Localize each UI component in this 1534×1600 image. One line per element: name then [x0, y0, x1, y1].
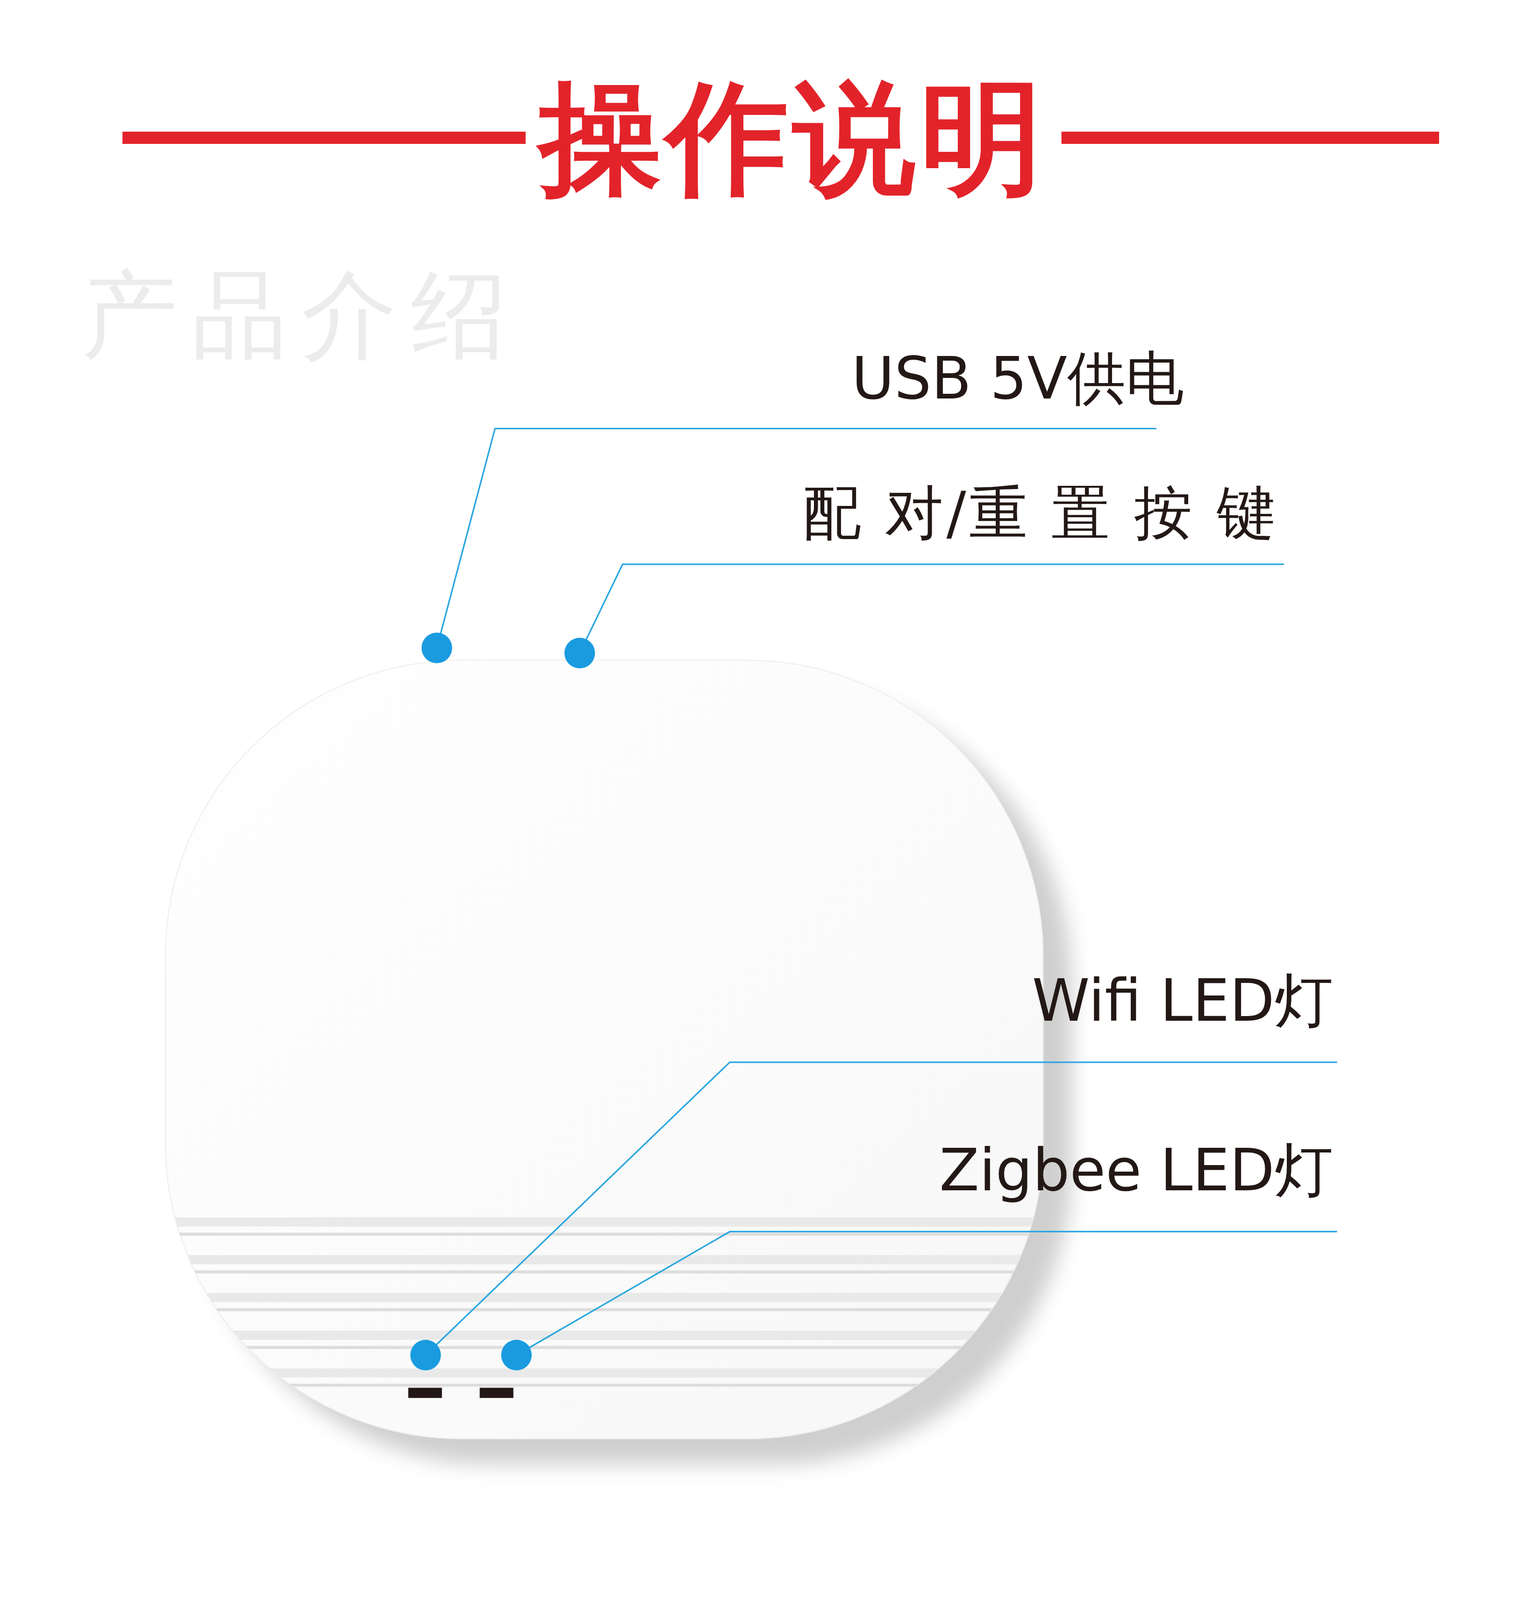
page-title: 操作说明: [538, 77, 1048, 200]
device-body: [165, 660, 1043, 1440]
vent-stripes: [165, 1217, 1043, 1388]
title-rule: [122, 131, 526, 144]
callout-label: 配 对/重 置 按 键: [802, 483, 1278, 543]
callout-label: Zigbee LED灯: [939, 1141, 1333, 1200]
callout-label: Wifi LED灯: [1032, 971, 1334, 1030]
callout-label: USB 5V供电: [851, 349, 1184, 408]
callout-dots: [410, 632, 595, 1371]
led-slot: [408, 1388, 443, 1399]
leader-lines: [425, 428, 1338, 1356]
title-rule: [1061, 131, 1440, 144]
watermark: 产品介绍: [81, 267, 521, 364]
led-slot: [479, 1388, 514, 1399]
